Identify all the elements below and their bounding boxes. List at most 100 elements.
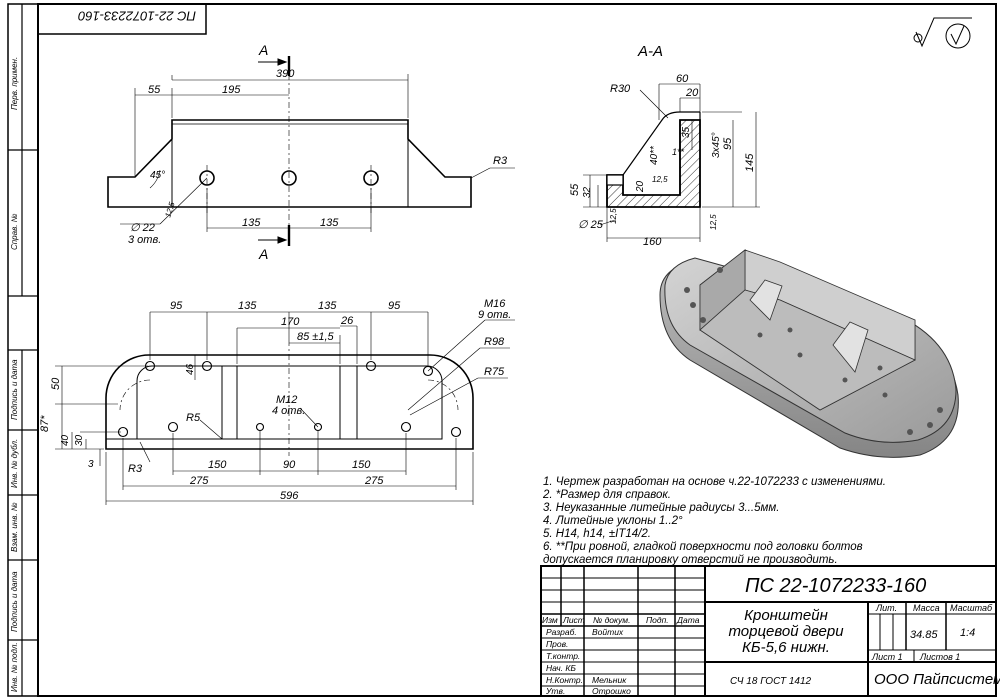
- dim-275-right: 275: [364, 475, 384, 487]
- dim-160: 160: [643, 236, 662, 248]
- surface-roughness-icon: [913, 17, 972, 49]
- dim-390: 390: [276, 68, 295, 80]
- dim-32: 32: [582, 186, 593, 198]
- title-block: [540, 565, 997, 697]
- role-prov: Пров.: [546, 639, 568, 649]
- dim-20-lower: 20: [635, 180, 646, 193]
- dim-596: 596: [280, 490, 299, 502]
- dim-135-left: 135: [242, 217, 261, 229]
- plan-view: 95 135 135 95 170 26 85 ±1,5 М16 9 отв. …: [39, 298, 515, 505]
- side-label: Перв. примен.: [10, 57, 19, 110]
- role-nkontr: Н.Контр.: [546, 675, 583, 685]
- header-mass: Масса: [913, 603, 940, 613]
- material: СЧ 18 ГОСТ 1412: [730, 676, 812, 687]
- drawing-notes: 1. Чертеж разработан на основе ч.22-1072…: [543, 476, 963, 567]
- dim-85: 85 ±1,5: [297, 331, 335, 343]
- roughness-1: 12,5: [652, 175, 668, 184]
- note: 4. Литейные уклоны 1..2°: [543, 515, 683, 527]
- dim-60: 60: [676, 73, 689, 85]
- roughness-3: 12,5: [709, 214, 718, 230]
- dim-20: 20: [685, 87, 699, 99]
- radius-r30: R30: [610, 83, 631, 95]
- dim-40: 40**: [649, 145, 660, 165]
- dim-55: 55: [148, 84, 161, 96]
- utv-name: Отрошко: [592, 686, 631, 696]
- role-razrab: Разраб.: [546, 627, 577, 637]
- thread-m16-count: 9 отв.: [478, 309, 511, 321]
- dim-275-left: 275: [189, 475, 209, 487]
- scale-value: 1:4: [960, 627, 975, 639]
- note: 6. **При ровной, гладкой поверхности под…: [543, 541, 863, 553]
- dim-40: 40: [60, 434, 71, 446]
- dim-95-right: 95: [388, 300, 401, 312]
- chamfer: 3х45°: [711, 132, 722, 158]
- note: допускается планировку отверстий не прои…: [543, 554, 838, 566]
- note: 5. Н14, h14, ±IT14/2.: [543, 528, 651, 540]
- role-nachkb: Нач. КБ: [546, 663, 576, 673]
- razrab-name: Войтих: [592, 627, 624, 637]
- dim-55: 55: [569, 183, 581, 196]
- sheet-frame: [7, 3, 997, 697]
- thread-m16: М16: [484, 298, 506, 310]
- header-scale: Масштаб: [950, 603, 993, 613]
- dim-135-left: 135: [238, 300, 257, 312]
- dim-135-right: 135: [320, 217, 339, 229]
- header-list: Лист: [562, 615, 585, 625]
- dim-46: 46: [185, 363, 196, 375]
- dim-3: 3: [88, 459, 94, 470]
- radius-r3: R3: [493, 155, 508, 167]
- dim-170: 170: [281, 316, 300, 328]
- role-utv: Утв.: [545, 686, 565, 696]
- note: 2. *Размер для справок.: [543, 489, 671, 501]
- dim-195: 195: [222, 84, 241, 96]
- header-sign: Подп.: [646, 615, 669, 625]
- sheet-count: Листов 1: [919, 652, 960, 662]
- dim-90: 90: [283, 459, 296, 471]
- company: ООО Пайпсистем: [874, 671, 1000, 688]
- dim-95: 95: [722, 137, 734, 150]
- title-block-text: ПС 22-1072233-160 Кронштейн торцевой две…: [542, 575, 1000, 696]
- header-date: Дата: [676, 615, 700, 625]
- side-label: Инв. № подл.: [10, 642, 19, 692]
- dim-50: 50: [50, 377, 62, 390]
- header-lit: Лит.: [875, 603, 897, 613]
- top-stamp: ПС 22-1072233-160: [77, 9, 196, 24]
- side-label: Подпись и дата: [10, 359, 19, 420]
- dim-30: 30: [74, 434, 85, 446]
- side-label: Подпись и дата: [10, 571, 19, 632]
- part-name-line3: КБ-5,6 нижн.: [742, 639, 830, 656]
- side-labels: Перв. примен. Справ. № Подпись и дата Ин…: [10, 57, 19, 692]
- dim-150-left: 150: [208, 459, 227, 471]
- iso-view-3d: [659, 249, 959, 458]
- mass-value: 34.85: [910, 629, 938, 641]
- header-izm: Изм: [542, 615, 558, 625]
- header-doc: № докум.: [593, 615, 630, 625]
- section-mark-bottom: А: [258, 246, 268, 262]
- role-tkontr: Т.контр.: [546, 651, 580, 661]
- dim-145: 145: [744, 153, 756, 172]
- side-label: Справ. №: [10, 213, 19, 250]
- dim-35: 35: [681, 126, 692, 138]
- sheet-number: Лист 1: [871, 652, 903, 662]
- nkontr-name: Мельник: [592, 675, 627, 685]
- thread-m12-count: 4 отв.: [272, 405, 305, 417]
- hole-diameter: ∅ 22: [130, 222, 155, 234]
- section-mark-top: А: [258, 42, 268, 58]
- note: 3. Неуказанные литейные радиусы 3...5мм.: [543, 502, 780, 514]
- radius-r3: R3: [128, 463, 143, 475]
- doc-number: ПС 22-1072233-160: [745, 575, 926, 597]
- part-name-line2: торцевой двери: [728, 623, 844, 640]
- radius-r5: R5: [186, 412, 201, 424]
- radius-r75: R75: [484, 366, 505, 378]
- dim-150-right: 150: [352, 459, 371, 471]
- radius-r98: R98: [484, 336, 505, 348]
- dim-135-right: 135: [318, 300, 337, 312]
- thread-m12: М12: [276, 394, 297, 406]
- section-title: А-А: [637, 43, 663, 60]
- dim-95-left: 95: [170, 300, 183, 312]
- dim-87: 87*: [39, 415, 51, 432]
- side-label: Взам. инв. №: [10, 502, 19, 552]
- dim-1: 1**: [672, 147, 685, 157]
- dim-26: 26: [340, 315, 354, 327]
- note: 1. Чертеж разработан на основе ч.22-1072…: [543, 476, 886, 488]
